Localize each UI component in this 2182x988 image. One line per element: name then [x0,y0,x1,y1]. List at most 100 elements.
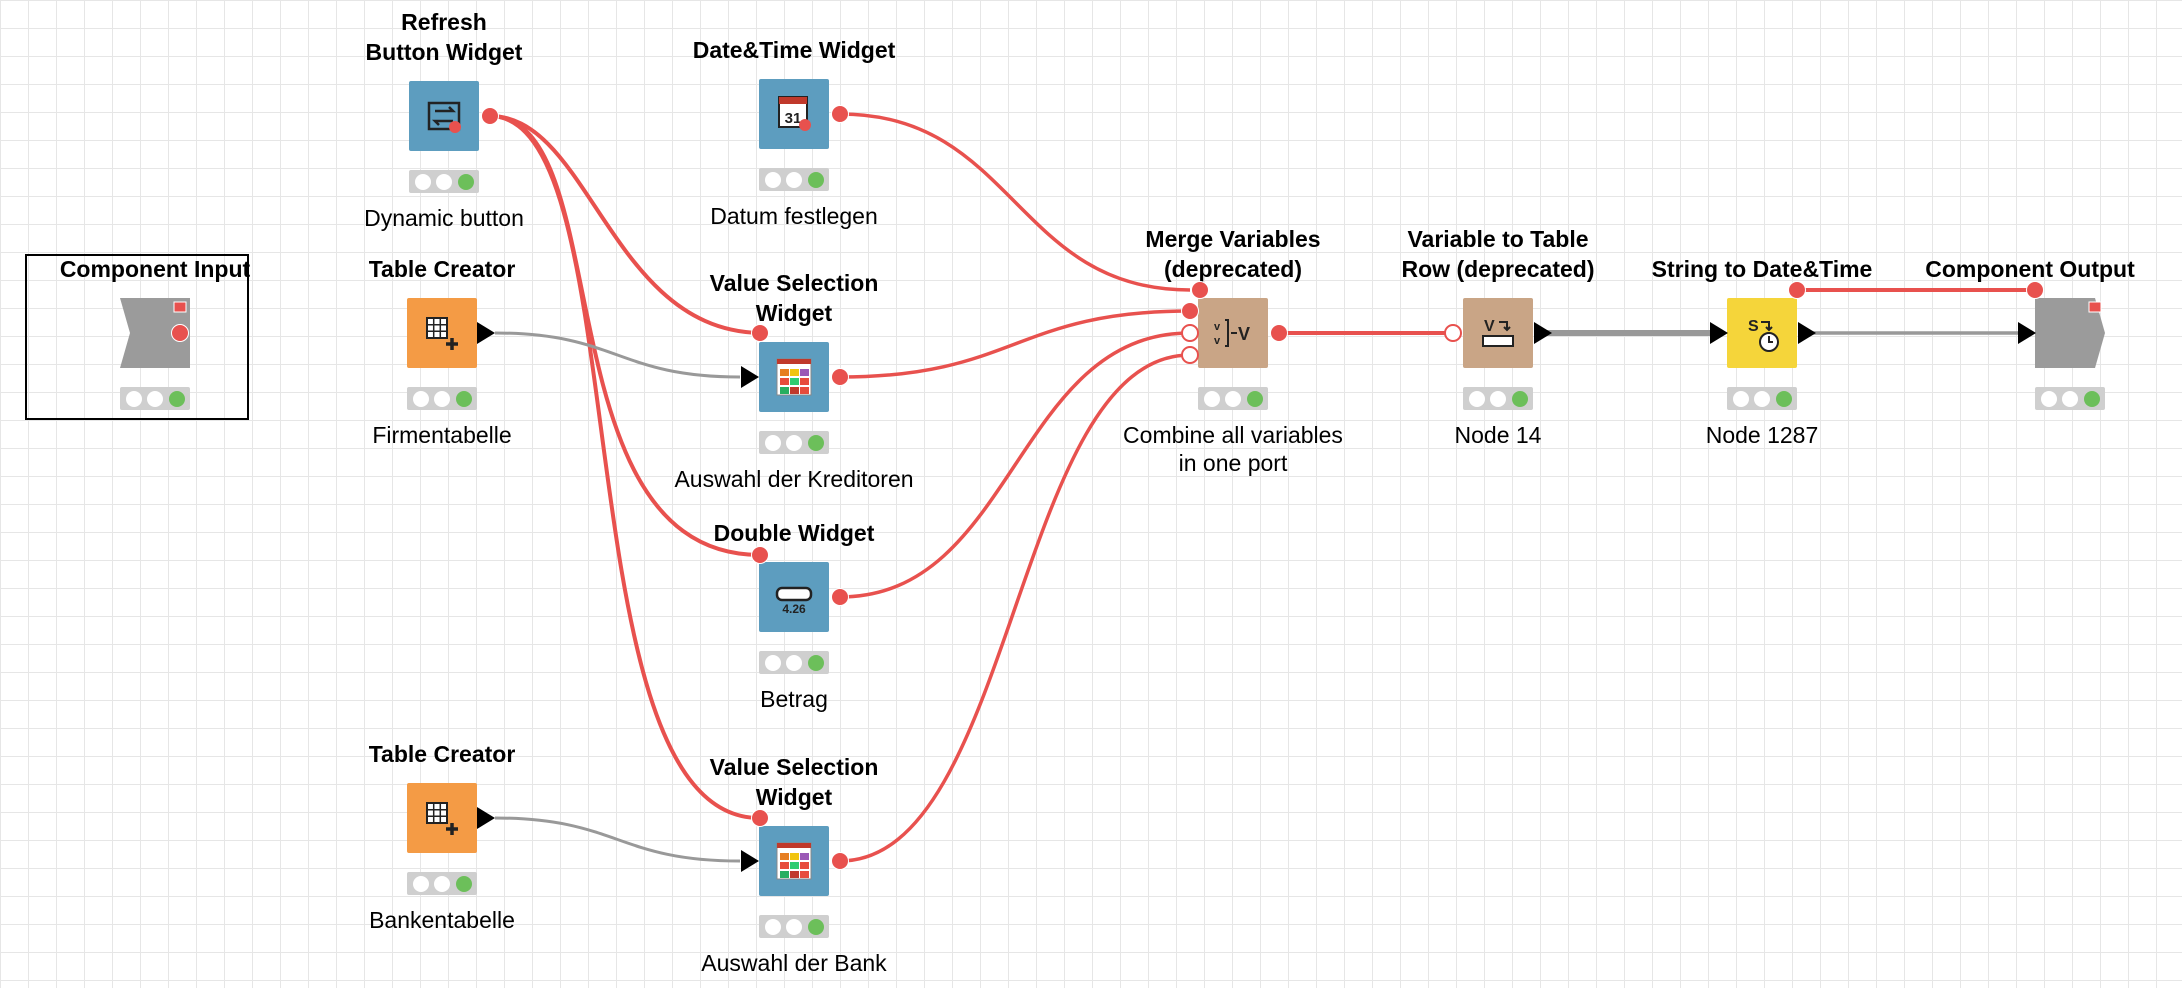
data-input-port[interactable] [1710,322,1728,344]
status-light-green [807,918,824,935]
status-light-red [125,390,142,407]
node-title[interactable]: Merge Variables (deprecated) [1145,226,1321,282]
flow-connection[interactable] [489,114,761,335]
flow-connection[interactable] [839,112,1191,292]
node-title[interactable]: Refresh Button Widget [365,9,523,65]
node-title[interactable]: Table Creator [368,256,516,282]
table-creator-icon[interactable] [407,783,477,853]
flow-connection[interactable] [839,309,1191,379]
flow-output-port[interactable] [831,368,849,386]
status-light-yellow [147,390,163,407]
node-status-lights [759,915,829,938]
status-light-yellow [786,434,802,451]
node-status-lights [409,170,479,193]
data-input-port[interactable] [2018,322,2036,344]
status-light-green [807,434,824,451]
variable-to-table-icon[interactable]: V [1463,298,1533,368]
flow-input-port[interactable] [751,809,769,827]
flow-output-port[interactable] [831,105,849,123]
calendar-icon[interactable]: 31 [759,79,829,149]
node-title[interactable]: Value Selection Widget [709,270,879,326]
svg-text:4.26: 4.26 [782,602,806,616]
flow-input-port-empty[interactable] [1444,324,1462,342]
node-status-lights [759,168,829,191]
node-variable-to-table[interactable]: Variable to Table Row (deprecated) V Node… [1402,226,1595,448]
node-label[interactable]: Bankentabelle [369,907,515,933]
component-output-icon[interactable] [2035,298,2105,368]
data-input-port[interactable] [741,366,759,388]
status-light-red [412,875,429,892]
node-label[interactable]: Betrag [760,686,828,712]
table-creator-icon[interactable] [407,298,477,368]
node-title[interactable]: Table Creator [368,741,516,767]
value-selection-icon[interactable] [759,826,829,896]
status-light-red [1468,390,1485,407]
node-label[interactable]: Auswahl der Bank [701,950,887,976]
node-label[interactable]: Combine all variables in one port [1123,422,1343,476]
node-title[interactable]: Variable to Table Row (deprecated) [1401,226,1595,282]
flow-input-port[interactable] [751,546,769,564]
node-title[interactable]: Component Output [1925,256,2135,282]
node-refresh-button[interactable]: Refresh Button Widget Dynamic button [364,9,524,231]
node-table-creator-2[interactable]: Table Creator Bankentabelle [369,741,516,933]
flow-output-port[interactable] [481,107,499,125]
node-label[interactable]: Node 1287 [1705,422,1819,448]
flow-input-port[interactable] [1191,281,1209,299]
node-title[interactable]: Date&Time Widget [692,37,896,63]
flow-input-port[interactable] [751,324,769,342]
svg-text:v: v [1214,335,1221,347]
node-component-output[interactable]: Component Output [1925,256,2135,410]
flow-connection[interactable] [839,331,1191,599]
node-title[interactable]: Value Selection Widget [709,754,879,810]
merge-variables-icon[interactable]: v v V [1198,298,1268,368]
component-input-icon[interactable] [120,298,190,368]
flow-connection[interactable] [839,353,1191,863]
flow-output-port[interactable] [171,324,189,342]
flow-output-port[interactable] [1270,324,1288,342]
data-output-port[interactable] [1534,322,1552,344]
node-component-input[interactable]: Component Input [60,256,250,410]
node-merge-variables[interactable]: Merge Variables (deprecated) v v V Combine… [1123,226,1343,476]
data-output-port[interactable] [477,322,495,344]
status-light-green [455,390,472,407]
status-light-red [764,171,781,188]
data-connection[interactable] [494,331,741,379]
node-value-selection-1[interactable]: Value Selection Widget Auswahl der Kredi… [674,270,913,492]
node-datetime-widget[interactable]: Date&Time Widget 31 Datum festlegen [693,37,896,229]
data-input-port[interactable] [741,850,759,872]
data-output-port[interactable] [1798,322,1816,344]
refresh-button-icon[interactable] [409,81,479,151]
node-label[interactable]: Auswahl der Kreditoren [674,466,914,492]
node-value-selection-2[interactable]: Value Selection Widget Auswahl der Bank [701,754,886,976]
flow-output-port[interactable] [1788,281,1806,299]
data-output-port[interactable] [477,807,495,829]
double-input-icon[interactable]: 4.26 [759,562,829,632]
flow-input-port[interactable] [1181,302,1199,320]
node-label[interactable]: Node 14 [1454,422,1542,448]
flow-input-port-empty[interactable] [1181,324,1199,342]
node-label[interactable]: Datum festlegen [710,203,878,229]
value-selection-icon[interactable] [759,342,829,412]
svg-text:31: 31 [785,110,802,127]
string-to-datetime-icon[interactable]: S [1727,298,1797,368]
status-light-green [2083,390,2100,407]
node-title[interactable]: String to Date&Time [1651,256,1873,282]
node-table-creator-1[interactable]: Table Creator Firmentabelle [369,256,516,448]
data-connection[interactable] [494,816,741,863]
flow-input-port-empty[interactable] [1181,346,1199,364]
status-light-green [455,875,472,892]
node-label[interactable]: Dynamic button [364,205,524,231]
status-light-yellow [786,918,802,935]
node-label[interactable]: Firmentabelle [372,422,512,448]
node-title[interactable]: Component Input [59,256,251,282]
flow-output-port[interactable] [831,588,849,606]
status-light-green [1246,390,1263,407]
node-title[interactable]: Double Widget [713,520,875,546]
flow-input-port[interactable] [2026,281,2044,299]
flow-output-port[interactable] [831,852,849,870]
flow-connection[interactable] [489,114,761,821]
